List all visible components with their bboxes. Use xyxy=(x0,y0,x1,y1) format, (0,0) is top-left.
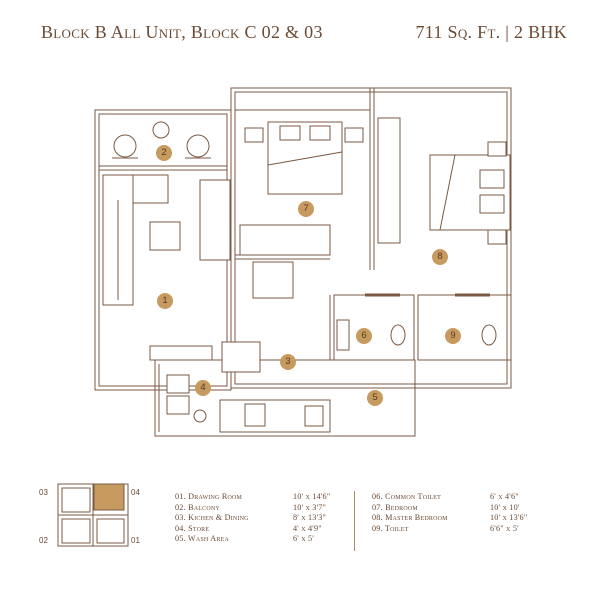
room-marker-5: 5 xyxy=(367,390,383,406)
room-marker-6: 6 xyxy=(356,328,372,344)
legend-divider xyxy=(354,491,355,551)
plan-title: Block B All Unit, Block C 02 & 03 xyxy=(41,22,323,42)
key-plan xyxy=(57,483,129,547)
room-marker-9: 9 xyxy=(445,328,461,344)
room-marker-2: 2 xyxy=(156,145,172,161)
room-marker-7: 7 xyxy=(298,201,314,217)
key-label-03: 03 xyxy=(39,488,48,497)
key-label-01: 01 xyxy=(131,536,140,545)
plan-size: 711 Sq. Ft. | 2 BHK xyxy=(415,22,567,42)
bedroom-wall xyxy=(230,87,512,389)
room-marker-3: 3 xyxy=(280,354,296,370)
room-marker-8: 8 xyxy=(432,249,448,265)
key-label-02: 02 xyxy=(39,536,48,545)
room-marker-1: 1 xyxy=(157,293,173,309)
key-label-04: 04 xyxy=(131,488,140,497)
room-marker-4: 4 xyxy=(195,380,211,396)
